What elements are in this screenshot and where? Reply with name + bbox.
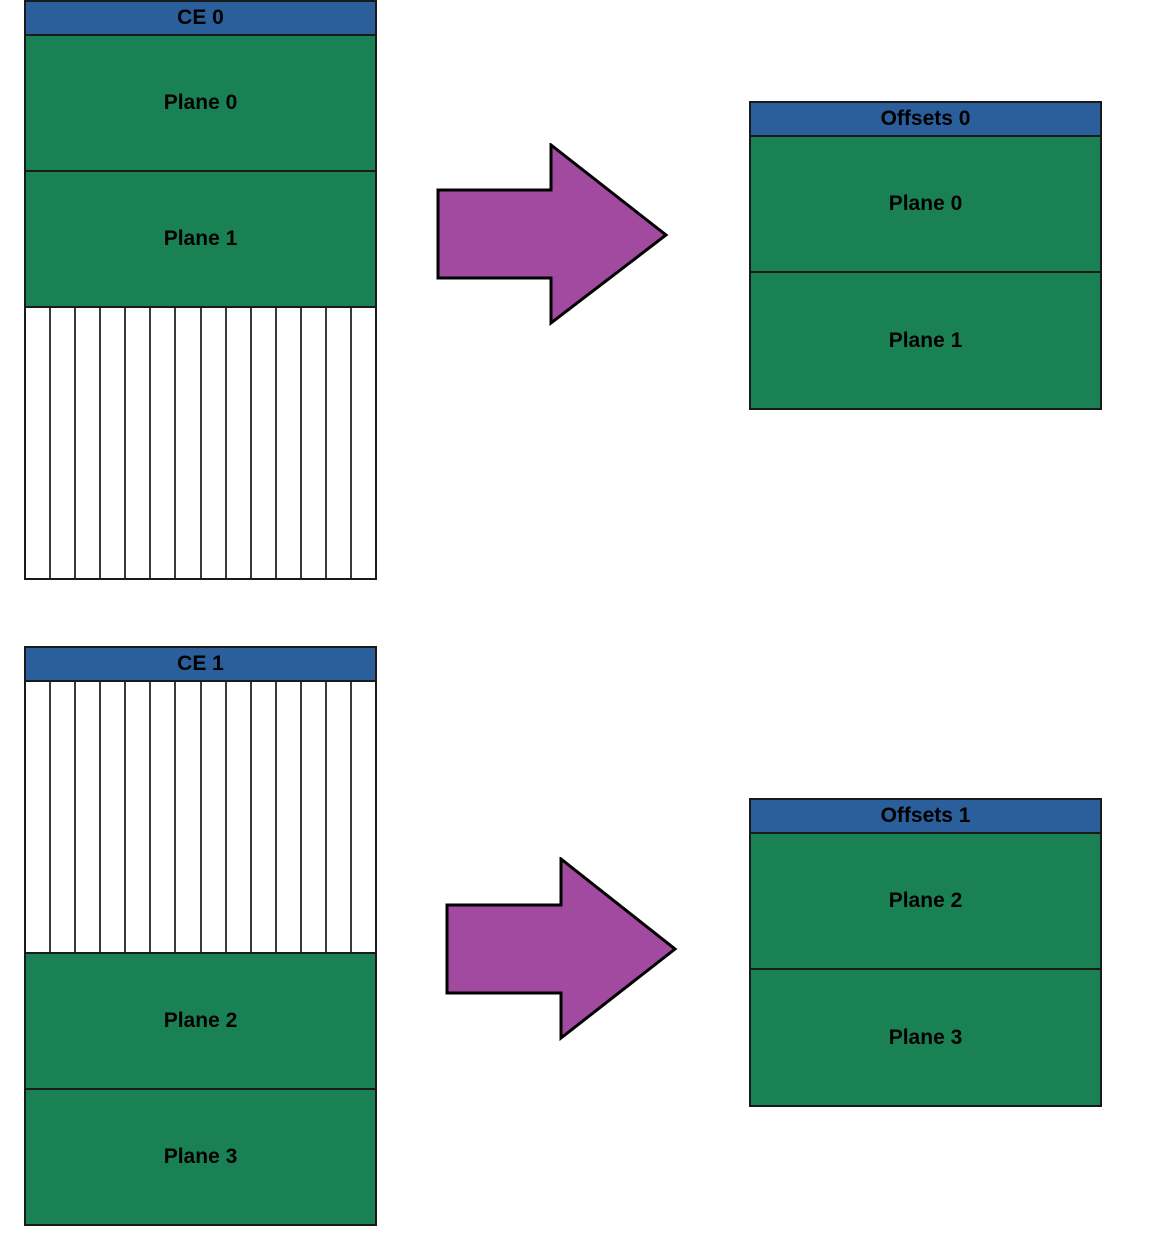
column-stripe xyxy=(301,308,327,578)
ce1-header: CE 1 xyxy=(26,648,375,682)
column-stripe xyxy=(326,682,353,952)
column-stripe xyxy=(301,682,327,952)
column-stripe xyxy=(126,682,152,952)
column-stripe xyxy=(151,682,177,952)
column-stripe xyxy=(176,308,202,578)
column-stripe xyxy=(352,682,376,952)
column-stripe xyxy=(126,308,152,578)
column-stripe xyxy=(26,682,52,952)
column-stripe xyxy=(226,308,252,578)
ce0-empty-columns xyxy=(26,308,376,578)
column-stripe xyxy=(251,682,277,952)
column-stripe xyxy=(101,308,127,578)
offsets0-plane-0: Plane 0 xyxy=(751,137,1100,273)
ce1-plane-2: Plane 2 xyxy=(26,954,375,1090)
column-stripe xyxy=(26,308,52,578)
offsets1-plane-2: Plane 2 xyxy=(751,834,1100,970)
ce1-block: CE 1 Plane 2 Plane 3 xyxy=(24,646,377,1226)
offsets0-plane-1: Plane 1 xyxy=(751,273,1100,408)
column-stripe xyxy=(76,682,102,952)
ce1-plane-3: Plane 3 xyxy=(26,1090,375,1224)
column-stripe xyxy=(101,682,127,952)
ce0-plane-0: Plane 0 xyxy=(26,36,375,172)
offsets1-header: Offsets 1 xyxy=(751,800,1100,834)
ce0-header: CE 0 xyxy=(26,2,375,36)
right-arrow-icon xyxy=(445,857,678,1041)
ce0-plane-1: Plane 1 xyxy=(26,172,375,308)
offsets0-block: Offsets 0 Plane 0 Plane 1 xyxy=(749,101,1102,410)
column-stripe xyxy=(176,682,202,952)
column-stripe xyxy=(352,308,376,578)
column-stripe xyxy=(226,682,252,952)
column-stripe xyxy=(51,682,77,952)
ce1-empty-columns xyxy=(26,682,376,954)
offsets0-header: Offsets 0 xyxy=(751,103,1100,137)
column-stripe xyxy=(251,308,277,578)
column-stripe xyxy=(51,308,77,578)
column-stripe xyxy=(151,308,177,578)
column-stripe xyxy=(76,308,102,578)
offsets1-block: Offsets 1 Plane 2 Plane 3 xyxy=(749,798,1102,1107)
column-stripe xyxy=(276,308,302,578)
column-stripe xyxy=(201,682,227,952)
offsets1-plane-3: Plane 3 xyxy=(751,970,1100,1105)
ce0-block: CE 0 Plane 0 Plane 1 xyxy=(24,0,377,580)
right-arrow-icon xyxy=(436,143,669,327)
column-stripe xyxy=(201,308,227,578)
column-stripe xyxy=(326,308,353,578)
column-stripe xyxy=(276,682,302,952)
